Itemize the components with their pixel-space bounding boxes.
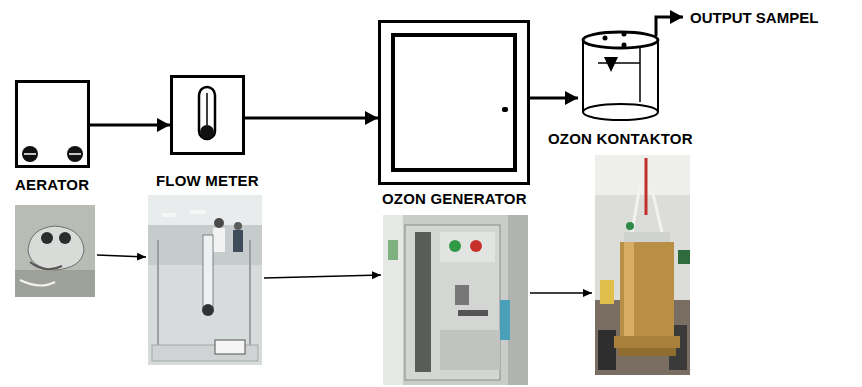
- kontaktor-cylinder: OZON KONTAKTOR: [578, 28, 663, 125]
- shape-outline: [378, 20, 530, 185]
- component-label: FLOW METER: [156, 172, 259, 189]
- generator-box: OZON GENERATOR: [378, 20, 530, 185]
- flowmeter-photo: [148, 195, 262, 365]
- output-arrow: [656, 17, 683, 36]
- flow-arrow: [90, 124, 170, 127]
- shape-outline: [578, 28, 663, 125]
- photo-arrow: [530, 292, 592, 294]
- flow-arrow: [245, 117, 378, 120]
- component-label: AERATOR: [15, 176, 89, 193]
- flow-arrow: [530, 97, 578, 100]
- photo-arrow: [264, 275, 381, 278]
- kontaktor-photo: [595, 155, 690, 375]
- component-label: OZON GENERATOR: [382, 190, 527, 207]
- component-label: OZON KONTAKTOR: [548, 130, 693, 147]
- aerator-box: AERATOR: [15, 80, 90, 168]
- shape-outline: [15, 80, 90, 168]
- flowmeter-box: FLOW METER: [170, 75, 245, 155]
- shape-outline: [170, 75, 245, 155]
- generator-photo: [383, 215, 528, 385]
- aerator-photo: [15, 205, 95, 297]
- output-label: OUTPUT SAMPEL: [690, 9, 818, 26]
- photo-arrow: [97, 255, 146, 257]
